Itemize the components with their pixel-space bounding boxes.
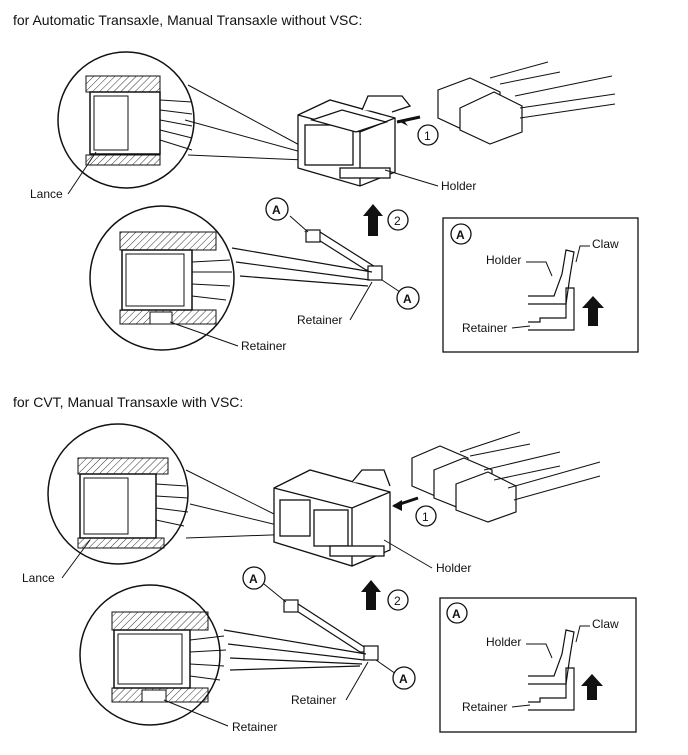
section-2-header: for CVT, Manual Transaxle with VSC: bbox=[13, 394, 244, 410]
step-2-marker-2 bbox=[387, 589, 409, 611]
inset-retainer-label-2: Retainer bbox=[462, 700, 507, 714]
marker-a-top bbox=[265, 197, 289, 221]
lance-label: Lance bbox=[30, 187, 63, 201]
inset-detail-a-2: A Holder Claw Retainer bbox=[439, 597, 637, 733]
inset-marker: A bbox=[456, 228, 465, 242]
holder-component bbox=[297, 95, 412, 187]
inset-retainer-label: Retainer bbox=[462, 321, 507, 335]
marker-a-bottom-label: A bbox=[403, 292, 412, 306]
marker-a-bottom bbox=[396, 286, 420, 310]
marker-a-top-label: A bbox=[272, 203, 281, 217]
lance-detail-circle-2 bbox=[47, 423, 189, 565]
holder-label-2: Holder bbox=[436, 561, 471, 575]
retainer-strip-2 bbox=[223, 599, 379, 671]
section-1-diagram: Holder 1 2 Lance bbox=[30, 51, 639, 353]
step-1-marker bbox=[417, 124, 439, 146]
step-2-marker bbox=[387, 209, 409, 231]
retainer-main-label: Retainer bbox=[297, 313, 342, 327]
retainer-main-label-2: Retainer bbox=[291, 693, 336, 707]
section-1-header: for Automatic Transaxle, Manual Transaxl… bbox=[13, 12, 363, 28]
lance-label-2: Lance bbox=[22, 571, 55, 585]
step-1-label-2: 1 bbox=[422, 510, 429, 524]
inset-claw-label-2: Claw bbox=[592, 617, 619, 631]
retainer-detail-label-2: Retainer bbox=[232, 720, 277, 734]
connector-plugs-2 bbox=[411, 431, 601, 523]
connector-plugs bbox=[437, 61, 616, 145]
step-1-label: 1 bbox=[424, 129, 431, 143]
holder-label: Holder bbox=[441, 179, 476, 193]
holder-component-2 bbox=[273, 469, 391, 567]
marker-a-bottom-2 bbox=[392, 666, 416, 690]
retainer-detail-circle bbox=[89, 205, 235, 351]
step-2-label-2: 2 bbox=[394, 594, 401, 608]
retainer-detail-label: Retainer bbox=[241, 339, 286, 353]
retainer-detail-circle-2 bbox=[79, 584, 227, 726]
inset-detail-a: A Holder Claw Retainer bbox=[442, 217, 639, 353]
marker-a-bottom-label-2: A bbox=[399, 672, 408, 686]
marker-a-top-label-2: A bbox=[249, 572, 258, 586]
lance-detail-circle bbox=[57, 51, 195, 189]
retainer-strip bbox=[231, 229, 383, 287]
inset-marker-2: A bbox=[452, 607, 461, 621]
inset-holder-label: Holder bbox=[486, 253, 521, 267]
inset-claw-label: Claw bbox=[592, 237, 619, 251]
section-2-diagram: Holder 1 2 Lance bbox=[22, 423, 637, 734]
inset-holder-label-2: Holder bbox=[486, 635, 521, 649]
step-2-label: 2 bbox=[394, 214, 401, 228]
marker-a-top-2 bbox=[242, 566, 266, 590]
step-1-marker-2 bbox=[415, 505, 437, 527]
